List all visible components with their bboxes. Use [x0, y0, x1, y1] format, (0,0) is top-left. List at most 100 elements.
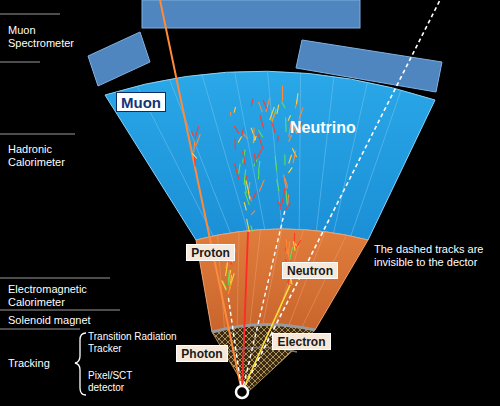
- shower-stroke: [245, 192, 249, 205]
- label-tracking: Tracking: [8, 357, 50, 370]
- shower-stroke: [243, 134, 248, 139]
- cell-line: [250, 230, 261, 325]
- leader-line: [0, 133, 75, 134]
- shower-stroke: [289, 155, 292, 164]
- shower-stroke: [272, 111, 276, 121]
- cell-line: [351, 90, 401, 236]
- shower-stroke: [247, 219, 250, 232]
- label-text: Transition Radiation Tracker: [88, 331, 177, 354]
- shower-stroke: [293, 151, 296, 164]
- shower-stroke: [299, 107, 303, 119]
- shower-stroke: [255, 153, 256, 166]
- cell-line: [237, 232, 239, 327]
- collision-point: [236, 386, 248, 398]
- shower-stroke: [282, 102, 286, 109]
- shower-stroke: [222, 281, 226, 291]
- shower-stroke: [234, 126, 239, 133]
- neutrino-track: [242, 0, 440, 392]
- shower-stroke: [277, 105, 279, 114]
- shower-stroke: [194, 142, 195, 153]
- shower-stroke: [293, 241, 295, 251]
- shower-stroke: [194, 157, 196, 166]
- label-text: Muon Spectrometer: [8, 24, 74, 49]
- cell-line: [169, 79, 230, 233]
- label-hadronic: Hadronic Calorimeter: [8, 143, 80, 169]
- particle-label: Neutrino: [290, 118, 356, 137]
- shower-stroke: [263, 100, 267, 109]
- particle-name: Neutron: [287, 264, 333, 278]
- shower-stroke: [192, 153, 197, 158]
- shower-stroke: [266, 98, 270, 113]
- shower-stroke: [296, 240, 301, 247]
- shower-stroke: [244, 202, 246, 210]
- label-solenoid: Solenoid magnet: [8, 314, 91, 327]
- leader-line: [0, 13, 60, 14]
- shower-stroke: [253, 191, 257, 200]
- shower-stroke: [285, 117, 287, 131]
- shower-stroke: [284, 154, 285, 165]
- shower-stroke: [234, 107, 235, 113]
- particle-box: Muon: [116, 92, 166, 112]
- particle-name: Photon: [181, 347, 222, 361]
- shower-stroke: [288, 167, 292, 172]
- cell-line: [334, 82, 368, 233]
- shower-stroke: [258, 134, 263, 149]
- shower-stroke: [290, 247, 293, 260]
- shower-stroke: [272, 109, 276, 123]
- shower-stroke: [282, 86, 283, 101]
- cell-line: [316, 76, 334, 230]
- label-text: Tracking: [8, 357, 50, 369]
- shower-stroke: [244, 169, 246, 184]
- neutron-track: [242, 210, 285, 392]
- shower-stroke: [251, 211, 255, 215]
- cell-line: [235, 72, 265, 230]
- shower-stroke: [242, 127, 244, 136]
- leader-line: [0, 277, 110, 278]
- shower-stroke: [196, 134, 200, 145]
- label-pixel: Pixel/SCT detector: [88, 370, 168, 394]
- shower-stroke: [296, 93, 298, 104]
- label-text: Pixel/SCT detector: [88, 370, 132, 393]
- shower-stroke: [284, 175, 287, 190]
- particle-box: Photon: [176, 345, 228, 362]
- shower-stroke: [249, 182, 250, 189]
- leader-line: [0, 61, 40, 62]
- particle-box: Electron: [272, 333, 331, 350]
- label-muon-spectrometer: Muon Spectrometer: [8, 24, 88, 50]
- shower-stroke: [259, 180, 264, 192]
- shower-stroke: [288, 241, 289, 257]
- particle-name: Electron: [277, 335, 325, 349]
- leader-line: [0, 328, 80, 329]
- hadronic-calorimeter: [105, 71, 435, 240]
- shower-stroke: [243, 151, 246, 166]
- particle-tracks: [160, 0, 440, 392]
- shower-stroke: [234, 139, 236, 150]
- shower-stroke: [250, 196, 252, 201]
- cell-line: [299, 73, 300, 230]
- shower-stroke: [258, 171, 260, 179]
- shower-stroke: [286, 239, 288, 254]
- shower-stroke: [286, 191, 288, 205]
- particle-name: Proton: [191, 246, 230, 260]
- shower-stroke: [238, 136, 242, 143]
- shower-stroke: [246, 180, 249, 193]
- cell-line: [202, 74, 248, 230]
- tracking-brace: [75, 333, 86, 395]
- shower-stroke: [260, 115, 264, 129]
- shower-stroke: [195, 126, 199, 138]
- shower-stroke: [228, 271, 230, 283]
- shower-stroke: [234, 163, 238, 179]
- spectrometer-bar: [142, 0, 360, 28]
- shower-stroke: [230, 112, 231, 116]
- shower-stroke: [282, 188, 285, 204]
- shower-stroke: [239, 164, 241, 174]
- shower-stroke: [253, 128, 255, 143]
- shower-stroke: [277, 179, 279, 191]
- cell-line: [268, 71, 283, 229]
- leader-line: [0, 309, 120, 310]
- label-text: The dashed tracks are invisible to the d…: [374, 243, 483, 268]
- shower-stroke: [258, 161, 259, 173]
- shower-stroke: [275, 156, 277, 171]
